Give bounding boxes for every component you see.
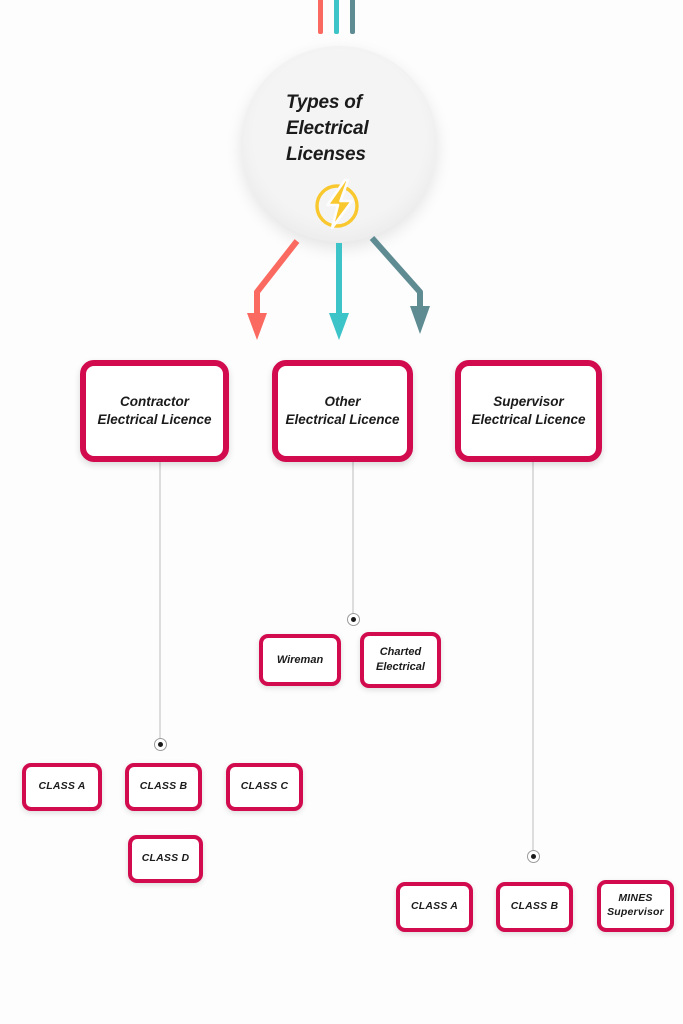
node-contractor-label: Contractor Electrical Licence	[93, 393, 215, 429]
node-supervisor-line-1: Supervisor	[493, 394, 564, 410]
node-contractor-class-a-label: CLASS A	[38, 780, 86, 793]
node-mines-supervisor-line-2: Supervisor	[607, 906, 664, 918]
node-charted-electrical-line-2: Electrical	[376, 661, 425, 673]
node-supervisor-class-b-label: CLASS B	[510, 900, 559, 913]
node-charted-electrical-line-1: Charted	[379, 646, 422, 659]
node-contractor-class-c-label: CLASS C	[240, 780, 289, 793]
connector-dot-supervisor	[526, 850, 540, 863]
node-charted-electrical[interactable]: Charted Electrical	[360, 632, 441, 688]
hub-title-line-2: Electrical	[286, 118, 369, 140]
node-mines-supervisor[interactable]: MINES Supervisor	[597, 880, 674, 932]
node-contractor-class-d-label: CLASS D	[141, 852, 190, 865]
stem-coral-icon	[318, 0, 323, 34]
hub-node[interactable]: Types of Electrical Licenses	[241, 46, 437, 242]
stem-teal-icon	[350, 0, 355, 34]
stem-cyan-icon	[334, 0, 339, 34]
node-supervisor-electrical-licence[interactable]: Supervisor Electrical Licence	[455, 360, 602, 462]
hub-title-line-3: Licenses	[286, 144, 366, 166]
node-contractor-line-1: Contractor	[119, 394, 189, 410]
node-mines-supervisor-line-1: MINES	[618, 892, 653, 905]
lightning-bolt-icon	[311, 176, 367, 232]
node-charted-electrical-label: Charted Electrical	[372, 645, 429, 674]
node-contractor-class-b-label: CLASS B	[139, 780, 188, 793]
node-contractor-electrical-licence[interactable]: Contractor Electrical Licence	[80, 360, 229, 462]
node-mines-supervisor-label: MINES Supervisor	[603, 892, 668, 920]
arrow-to-other-icon	[329, 243, 349, 340]
node-supervisor-class-a-label: CLASS A	[410, 900, 459, 913]
node-supervisor-line-2: Electrical Licence	[471, 412, 586, 427]
node-other-label: Other Electrical Licence	[281, 393, 403, 429]
node-contractor-line-2: Electrical Licence	[97, 412, 212, 427]
arrow-to-supervisor-icon	[369, 236, 430, 334]
node-supervisor-class-a[interactable]: CLASS A	[396, 882, 473, 932]
arrow-to-contractor-icon	[247, 239, 300, 340]
node-other-line-1: Other	[324, 394, 361, 410]
node-wireman[interactable]: Wireman	[259, 634, 341, 686]
hub-title-line-1: Types of	[286, 92, 362, 113]
node-supervisor-label: Supervisor Electrical Licence	[467, 393, 589, 429]
connector-dot-contractor	[153, 738, 167, 751]
node-other-line-2: Electrical Licence	[285, 412, 400, 427]
node-wireman-label: Wireman	[276, 653, 324, 666]
node-contractor-class-d[interactable]: CLASS D	[128, 835, 203, 883]
node-contractor-class-a[interactable]: CLASS A	[22, 763, 102, 811]
node-other-electrical-licence[interactable]: Other Electrical Licence	[272, 360, 413, 462]
node-supervisor-class-b[interactable]: CLASS B	[496, 882, 573, 932]
connector-dot-other	[346, 613, 360, 626]
node-contractor-class-c[interactable]: CLASS C	[226, 763, 303, 811]
node-contractor-class-b[interactable]: CLASS B	[125, 763, 202, 811]
hub-title: Types of Electrical Licenses	[286, 90, 392, 168]
